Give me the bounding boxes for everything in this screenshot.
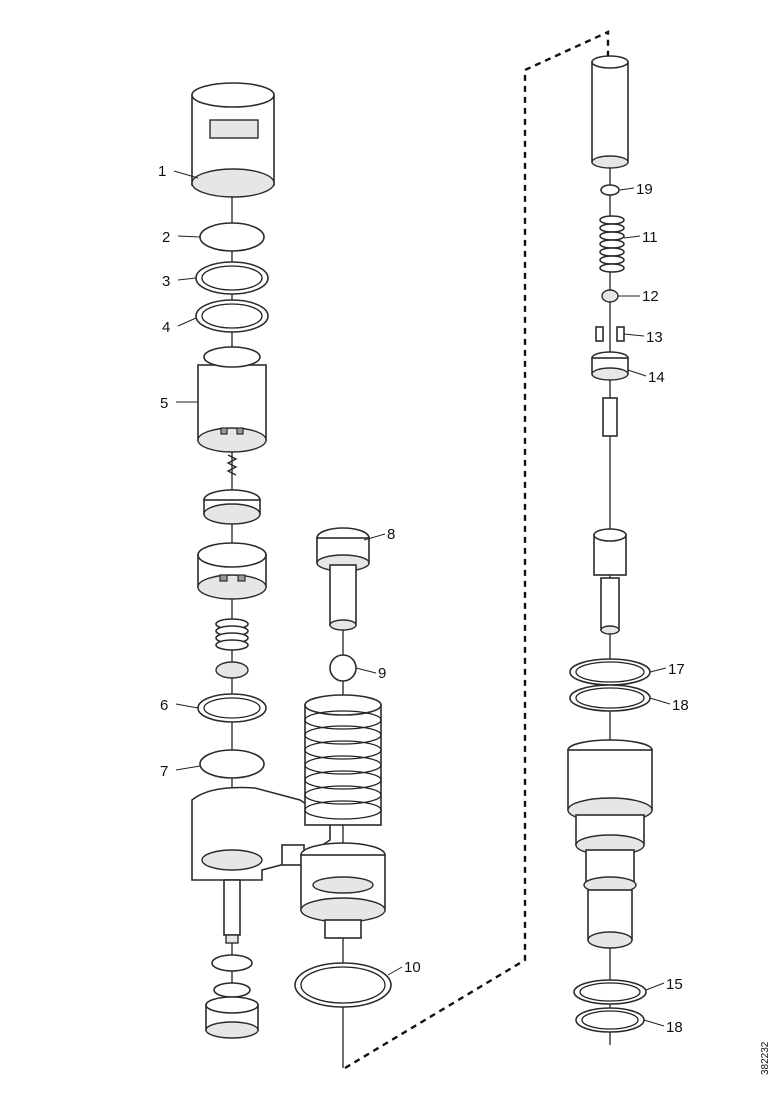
disc-piece (203, 489, 261, 525)
part-13-pin-left (595, 326, 604, 342)
callout-8: 8 (387, 526, 395, 543)
coil-spring (215, 618, 249, 651)
callout-19: 19 (636, 181, 653, 198)
small-cap (215, 661, 249, 679)
bellows-stack (304, 694, 382, 826)
document-id: 382232 (760, 1041, 771, 1075)
plunger-rod (223, 879, 241, 944)
right-main-body (567, 739, 653, 949)
leader-lines (173, 170, 671, 1027)
bottom-ring-a (211, 954, 253, 972)
callout-4: 4 (162, 319, 170, 336)
right-top-cylinder (591, 55, 629, 169)
right-mid-cylinder (593, 528, 627, 635)
part-18-ring (569, 684, 651, 712)
small-piston (602, 397, 618, 437)
part-17-ring-inner (575, 661, 645, 683)
part-14-collar (591, 351, 629, 381)
part-12-nut (601, 289, 619, 303)
part-19-washer (600, 184, 620, 196)
callout-9: 9 (378, 665, 386, 682)
part-8-plunger (316, 527, 370, 631)
callout-3: 3 (162, 273, 170, 290)
callout-13: 13 (646, 329, 663, 346)
right-assembly (567, 55, 653, 1045)
callout-17: 17 (668, 661, 685, 678)
callout-5: 5 (160, 395, 168, 412)
callout-15: 15 (666, 976, 683, 993)
part-6-ring-inner (203, 697, 261, 719)
callout-11: 11 (642, 229, 658, 246)
part-4-ring (195, 299, 269, 333)
part-4-ring-inner (201, 303, 263, 329)
callout-12: 12 (642, 288, 659, 305)
pump-housing (191, 786, 331, 881)
part-1-cap (191, 82, 275, 198)
part-7-ring (199, 749, 265, 779)
bottom-ring-b (213, 982, 251, 998)
callout-18: 18 (672, 697, 689, 714)
part-5-body (197, 346, 267, 453)
part-15-ring (573, 979, 647, 1005)
left-assembly (191, 82, 331, 1039)
part-10-oring (294, 962, 392, 1008)
bottom-cap (205, 996, 259, 1039)
assembly-connection-dashed-line (344, 30, 610, 1070)
callout-1: 1 (158, 163, 166, 180)
part-3-ring (195, 261, 269, 295)
part-18-ring-inner (575, 687, 645, 709)
part-9-ball (329, 654, 357, 682)
part-16-ring-inner (581, 1010, 639, 1030)
part-13-pin-right (616, 326, 625, 342)
middle-assembly (294, 527, 392, 1068)
part-10-oring-inner (300, 966, 386, 1004)
callout-16: 18 (666, 1019, 683, 1036)
callout-10: 10 (404, 959, 421, 976)
callout-14: 14 (648, 369, 665, 386)
callout-6: 6 (160, 697, 168, 714)
callout-7: 7 (160, 763, 168, 780)
part-2-ring (199, 222, 265, 252)
part-3-ring-inner (201, 265, 263, 291)
lower-body (197, 542, 267, 600)
part-11-spring (599, 215, 625, 273)
part-17-ring (569, 658, 651, 686)
small-spring (226, 454, 238, 476)
part-15-ring-inner (579, 982, 641, 1002)
callout-2: 2 (162, 229, 170, 246)
callout-labels: 1 2 3 4 5 6 7 8 9 10 19 11 12 13 14 17 1… (158, 163, 689, 1036)
middle-lower-housing (300, 842, 386, 939)
